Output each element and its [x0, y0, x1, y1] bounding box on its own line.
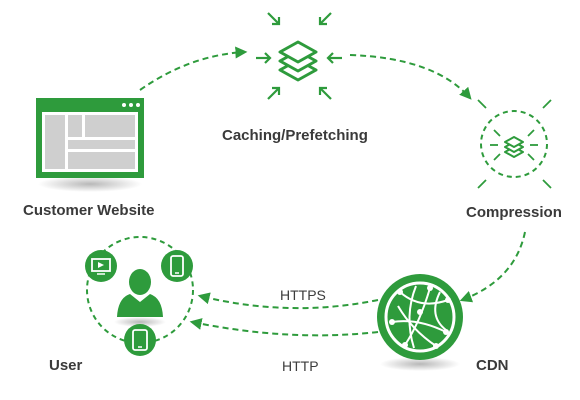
compression-label: Compression: [466, 204, 562, 221]
user-icon: [117, 269, 163, 317]
tablet-icon: [124, 324, 156, 356]
flow-arrow-cdn-to-user-https: [197, 292, 379, 310]
video-player-icon: [85, 250, 117, 282]
cdn-shadow: [380, 357, 460, 371]
compression-ring: [480, 110, 548, 178]
user-label: User: [49, 357, 83, 374]
smartphone-icon: [161, 250, 193, 282]
cdn-label: CDN: [476, 357, 509, 374]
website-shadow: [38, 176, 142, 192]
compression-icon: [504, 136, 524, 158]
caching-node: [256, 12, 342, 100]
network-globe-icon: [377, 274, 463, 360]
inward-arrows-icon: [256, 12, 342, 100]
http-label: HTTP: [282, 358, 319, 374]
compression-arrows-icon: [477, 99, 552, 189]
https-label: HTTPS: [280, 287, 326, 303]
cdn-node: [377, 274, 463, 371]
website-node: [36, 98, 144, 192]
flow-arrow-compression-to-cdn: [459, 231, 526, 303]
flow-arrow-cdn-to-user-http: [189, 318, 379, 337]
layers-icon: [278, 40, 318, 82]
user-shadow: [114, 317, 166, 327]
browser-window-icon: [36, 98, 144, 178]
website-label: Customer Website: [23, 202, 155, 219]
flow-arrow-caching-to-compression: [349, 54, 472, 100]
caching-label: Caching/Prefetching: [222, 127, 368, 144]
user-node: [85, 236, 194, 356]
flow-arrow-website-to-caching: [139, 46, 248, 91]
compression-node: [477, 99, 552, 189]
